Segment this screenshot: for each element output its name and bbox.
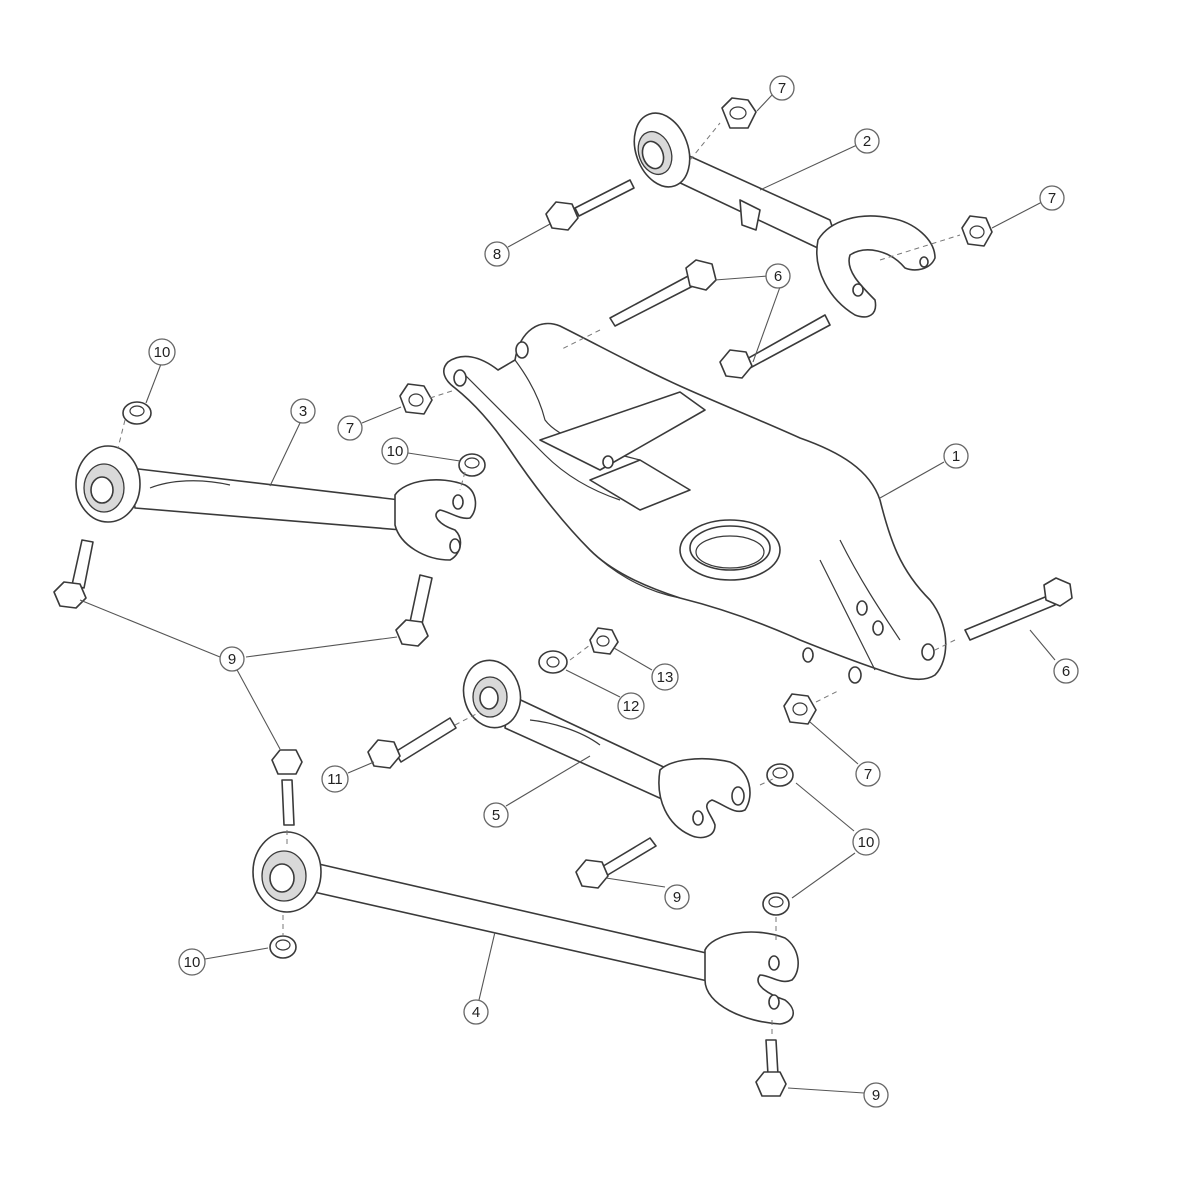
lateral-arm-5 bbox=[462, 659, 751, 839]
nut-13 bbox=[589, 627, 619, 655]
callout-12: 12 bbox=[617, 692, 645, 720]
callout-label: 7 bbox=[864, 766, 872, 783]
callout-label: 9 bbox=[228, 651, 236, 668]
callout-11: 11 bbox=[321, 765, 349, 793]
callout-label: 6 bbox=[774, 268, 782, 285]
nut-10-c bbox=[766, 763, 794, 787]
upper-arm bbox=[633, 112, 936, 318]
callout-7: 7 bbox=[337, 415, 363, 441]
callout-label: 7 bbox=[346, 420, 354, 437]
washer-12 bbox=[538, 650, 568, 674]
callout-4: 4 bbox=[463, 999, 489, 1025]
nut-7-left bbox=[399, 383, 433, 415]
callout-10: 10 bbox=[852, 828, 880, 856]
callout-9: 9 bbox=[863, 1082, 889, 1108]
nut-10-b bbox=[458, 453, 486, 477]
leader-lines bbox=[79, 94, 1056, 1094]
callout-6: 6 bbox=[765, 263, 791, 289]
nut-10-d bbox=[762, 892, 790, 916]
callouts: 7 2 7 8 6 10 3 7 10 1 9 6 13 12 11 7 5 1… bbox=[148, 75, 1079, 1108]
callout-8: 8 bbox=[484, 241, 510, 267]
callout-1: 1 bbox=[943, 443, 969, 469]
callout-13: 13 bbox=[651, 663, 679, 691]
bolt-6-lower bbox=[964, 577, 1073, 641]
bolt-9-mid-left bbox=[395, 574, 433, 647]
bolt-6-middle bbox=[719, 314, 831, 379]
callout-3: 3 bbox=[290, 398, 316, 424]
callout-6: 6 bbox=[1053, 658, 1079, 684]
callout-label: 10 bbox=[154, 344, 171, 361]
nut-10-a bbox=[122, 401, 152, 425]
lateral-arm-4 bbox=[252, 831, 799, 1025]
callout-5: 5 bbox=[483, 802, 509, 828]
callout-2: 2 bbox=[854, 128, 880, 154]
bolt-11 bbox=[367, 717, 457, 769]
nut-10-e bbox=[269, 935, 297, 959]
callout-label: 10 bbox=[387, 443, 404, 460]
callout-7: 7 bbox=[855, 761, 881, 787]
callout-7: 7 bbox=[1039, 185, 1065, 211]
callout-label: 10 bbox=[184, 954, 201, 971]
callout-label: 7 bbox=[778, 80, 786, 97]
callout-label: 11 bbox=[327, 771, 343, 788]
callout-label: 2 bbox=[863, 133, 871, 150]
bolt-9-vertical bbox=[271, 749, 303, 826]
callout-label: 13 bbox=[657, 669, 674, 686]
nut-7-top bbox=[721, 97, 757, 129]
callout-label: 3 bbox=[299, 403, 307, 420]
bolt-8 bbox=[545, 179, 635, 231]
lateral-arm-3 bbox=[75, 445, 477, 561]
callout-9: 9 bbox=[664, 884, 690, 910]
assembly-axes bbox=[117, 122, 961, 1038]
callout-label: 1 bbox=[952, 448, 960, 465]
bolt-6-upper bbox=[609, 259, 717, 327]
callout-label: 6 bbox=[1062, 663, 1070, 680]
bolt-9-left bbox=[53, 539, 94, 609]
callout-label: 5 bbox=[492, 807, 500, 824]
callout-10: 10 bbox=[148, 338, 176, 366]
callout-7: 7 bbox=[769, 75, 795, 101]
callout-9: 9 bbox=[219, 646, 245, 672]
callout-10: 10 bbox=[381, 437, 409, 465]
callout-label: 12 bbox=[623, 698, 640, 715]
callout-label: 10 bbox=[858, 834, 875, 851]
callout-label: 9 bbox=[673, 889, 681, 906]
callout-label: 9 bbox=[872, 1087, 880, 1104]
bolt-9-bottom bbox=[755, 1039, 787, 1097]
bolt-9-center bbox=[575, 837, 657, 889]
callout-label: 8 bbox=[493, 246, 501, 263]
lower-control-arm bbox=[443, 322, 947, 684]
callout-label: 7 bbox=[1048, 190, 1056, 207]
nut-7-right bbox=[961, 215, 993, 247]
callout-10: 10 bbox=[178, 948, 206, 976]
nut-7-lower bbox=[783, 693, 817, 725]
callout-label: 4 bbox=[472, 1004, 480, 1021]
